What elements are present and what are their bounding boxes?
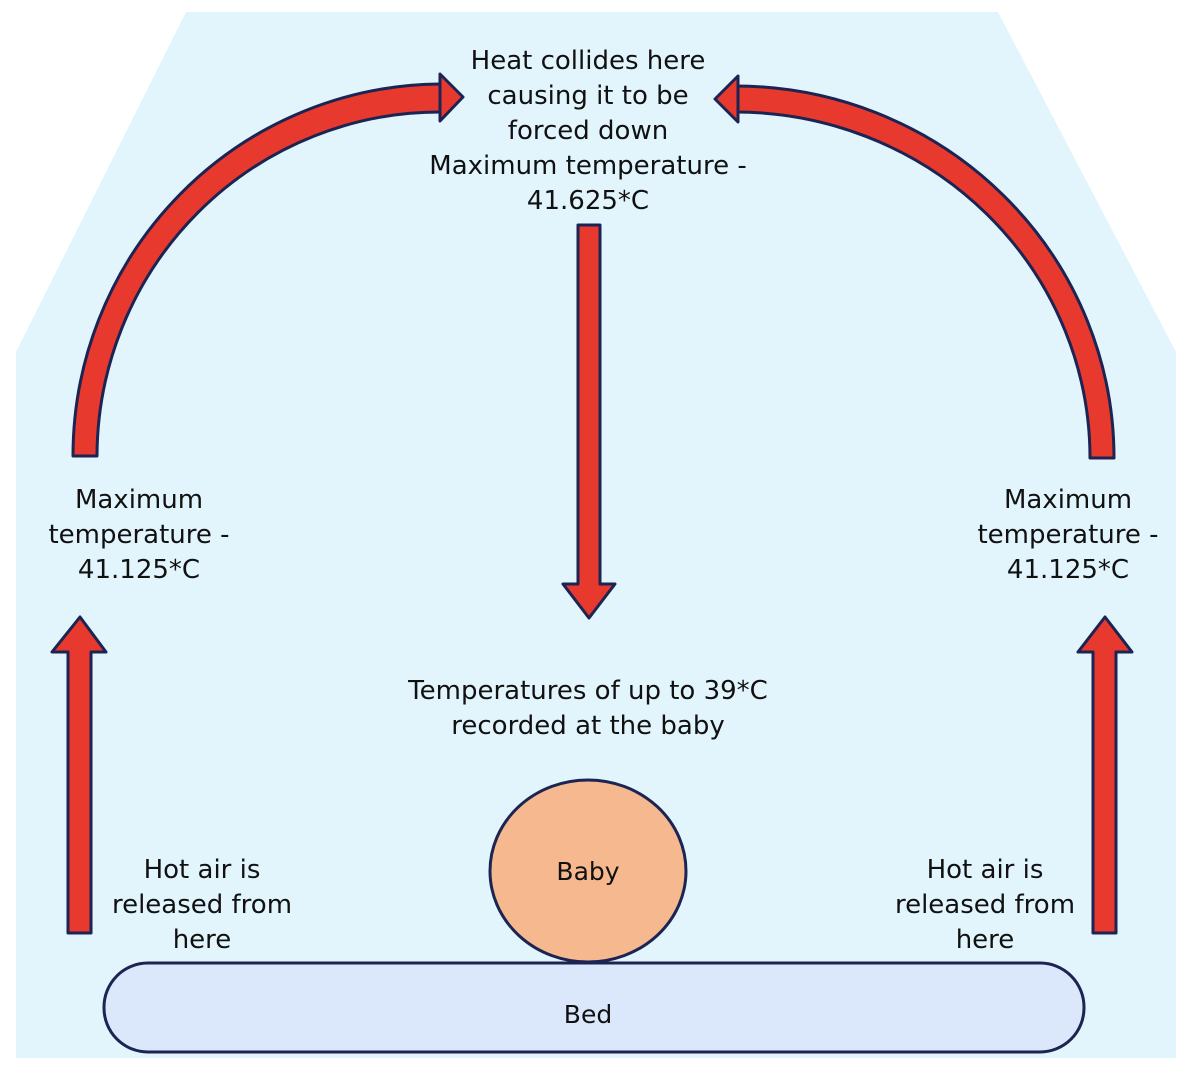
left-curved-arrowhead: [438, 72, 465, 123]
top-label-line-3: forced down: [507, 116, 669, 146]
left-max-line-3: 41.125*C: [77, 555, 201, 585]
right-release-line-3: here: [955, 925, 1015, 955]
left-hot-air-label: Hot air is released from here: [102, 853, 302, 958]
top-collision-label: Heat collides here causing it to be forc…: [388, 44, 788, 219]
top-label-line-5: 41.625*C: [526, 186, 650, 216]
bed-shape: [102, 961, 1086, 1054]
left-release-line-1: Hot air is: [143, 855, 261, 885]
left-max-line-2: temperature -: [48, 520, 230, 550]
baby-label: Baby: [556, 857, 620, 886]
top-label-line-2: causing it to be: [487, 81, 689, 111]
right-curved-arrowhead: [713, 74, 740, 124]
bed-label: Bed: [563, 1000, 613, 1029]
left-release-line-3: here: [172, 925, 232, 955]
right-hot-air-label: Hot air is released from here: [885, 853, 1085, 958]
left-max-line-1: Maximum: [74, 485, 204, 515]
center-down-arrow: [561, 223, 617, 620]
right-max-line-3: 41.125*C: [1006, 555, 1130, 585]
left-max-temperature-label: Maximum temperature - 41.125*C: [24, 483, 254, 588]
right-up-arrow: [1076, 615, 1134, 935]
right-release-line-2: released from: [894, 890, 1076, 920]
baby-temp-line-2: recorded at the baby: [451, 711, 725, 741]
right-max-temperature-label: Maximum temperature - 41.125*C: [953, 483, 1183, 588]
baby-temperature-label: Temperatures of up to 39*C recorded at t…: [378, 674, 798, 744]
top-label-line-1: Heat collides here: [470, 46, 706, 76]
baby-temp-line-1: Temperatures of up to 39*C: [408, 676, 768, 706]
left-up-arrow: [50, 615, 108, 935]
right-release-line-1: Hot air is: [926, 855, 1044, 885]
left-release-line-2: released from: [111, 890, 293, 920]
right-max-line-1: Maximum: [1003, 485, 1133, 515]
top-label-line-4: Maximum temperature -: [429, 151, 747, 181]
right-max-line-2: temperature -: [977, 520, 1159, 550]
